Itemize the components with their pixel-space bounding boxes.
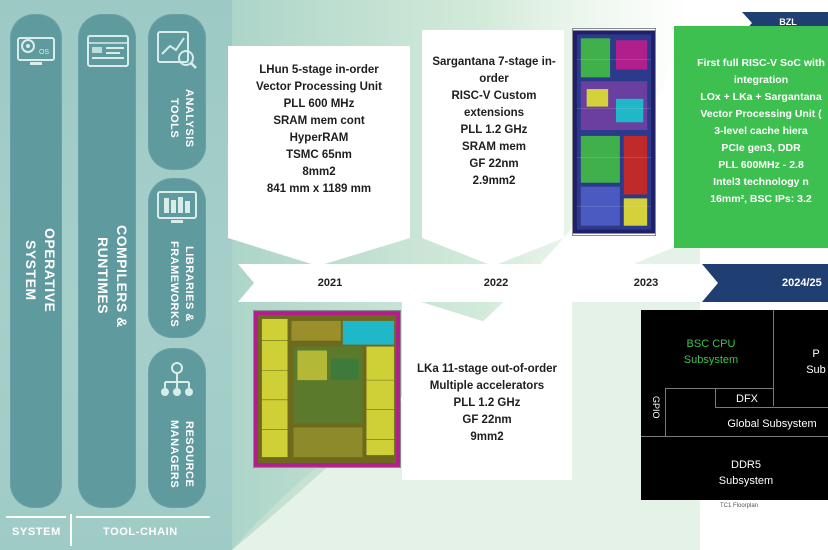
- lka-description: LKa 11-stage out-of-order Multiple accel…: [417, 363, 557, 443]
- bzl-description: First full RISC-V SoC with integration L…: [697, 57, 825, 205]
- pill-label-resource-managers: RESOURCE MANAGERS: [168, 419, 195, 489]
- code-window-icon: [87, 35, 129, 67]
- floorplan-divider: [641, 436, 828, 437]
- monitor-gear-icon: OS: [17, 37, 55, 65]
- svg-text:OS: OS: [39, 49, 49, 56]
- tc1-floorplan: [641, 310, 828, 500]
- pill-label-compilers-runtimes: COMPILERS & RUNTIMES: [95, 224, 130, 328]
- year-2021: 2021: [317, 277, 343, 289]
- floorplan-right-block: P Sub: [806, 348, 826, 376]
- sargantana-chip-image: [572, 28, 656, 236]
- lka-chip-image: [253, 310, 401, 468]
- floorplan-divider: [715, 407, 828, 408]
- floorplan-ddr5: DDR5 Subsystem: [718, 459, 774, 487]
- floorplan-divider: [715, 388, 716, 408]
- resource-tree-icon: [161, 362, 193, 396]
- year-2024-25: 2024/25: [782, 277, 822, 289]
- category-divider: [76, 516, 210, 518]
- label-toolchain: TOOL-CHAIN: [103, 526, 178, 538]
- category-separator: [70, 514, 72, 546]
- pill-operative-system: [10, 14, 62, 508]
- floorplan-bsc-cpu: BSC CPU Subsystem: [683, 338, 739, 366]
- pill-label-libraries-frameworks: LIBRARIES & FRAMEWORKS: [168, 240, 195, 328]
- floorplan-global: Global Subsystem: [727, 418, 817, 430]
- bzl-info-box: [674, 26, 828, 248]
- analysis-chart-icon: [157, 31, 197, 69]
- floorplan-caption: TC1 Floorplan: [720, 503, 759, 509]
- year-2022: 2022: [483, 277, 509, 289]
- lhun-description: LHun 5-stage in-order Vector Processing …: [256, 64, 382, 195]
- floorplan-dfx: DFX: [736, 393, 758, 405]
- floorplan-divider: [773, 310, 774, 406]
- sargantana-description: Sargantana 7-stage in- order RISC-V Cust…: [432, 56, 556, 187]
- floorplan-gpio: GPIO: [651, 396, 661, 419]
- label-system: SYSTEM: [12, 526, 61, 538]
- year-2023: 2023: [633, 277, 659, 289]
- pill-label-operative-system: OPERATIVE SYSTEM: [23, 227, 58, 313]
- library-monitor-icon: [157, 191, 197, 223]
- category-divider: [6, 516, 66, 518]
- floorplan-divider: [665, 388, 666, 436]
- bzl-badge-label: BZL: [779, 17, 797, 27]
- floorplan-divider: [665, 388, 773, 389]
- pill-compilers-runtimes: [78, 14, 136, 508]
- pill-label-analysis-tools: ANALYSIS TOOLS: [168, 88, 195, 148]
